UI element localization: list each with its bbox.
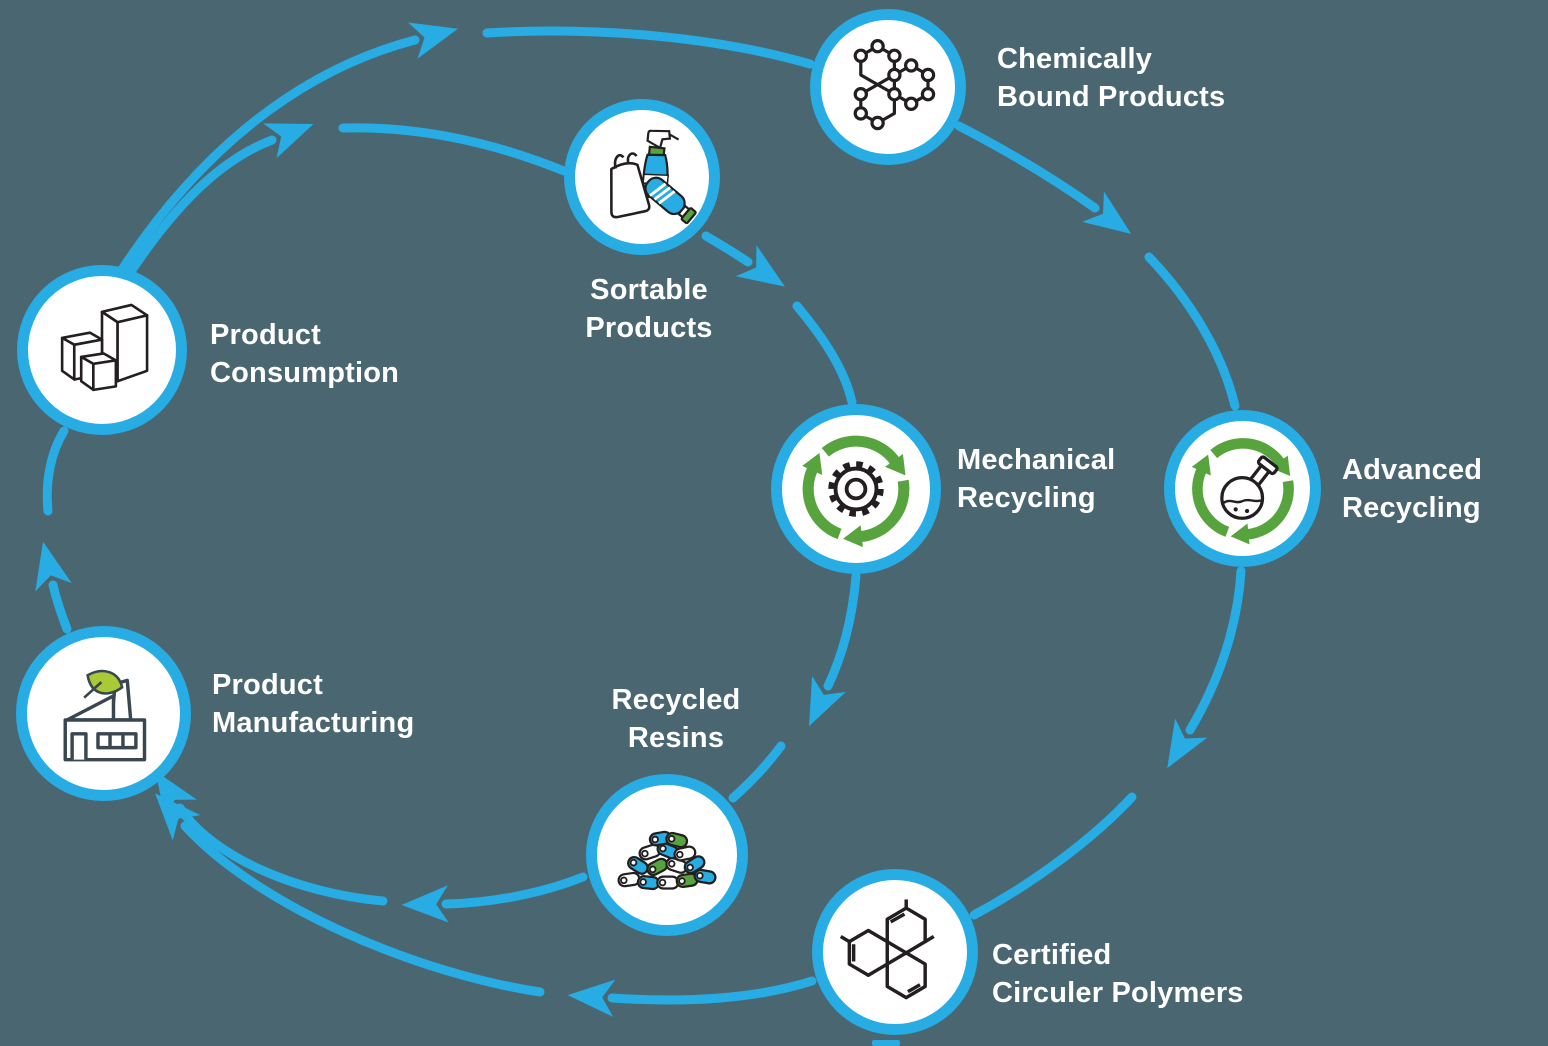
flow-chemically-to-advanced-a: [954, 121, 1132, 234]
factory-leaf-icon: [63, 669, 146, 761]
label-line: Circuler Polymers: [992, 977, 1244, 1009]
label-line: Chemically: [997, 43, 1153, 75]
flow-sortable-to-mechanical-a: [701, 231, 785, 287]
flow-advanced-to-certified-a: [1167, 566, 1246, 769]
label-line: Bound Products: [997, 81, 1226, 113]
flow-chemically-to-advanced-b: [1144, 252, 1240, 411]
clipped-arc-fragment: [872, 1040, 900, 1046]
label-line: Product: [212, 669, 323, 701]
flow-resins-to-manufacturing-a: [401, 872, 588, 923]
label-line: Recycled: [611, 684, 741, 716]
polymer-hexagons-icon: [839, 899, 935, 1000]
label-line: Sortable: [590, 274, 708, 306]
plastic-bag: [610, 152, 651, 219]
label-mechanical-recycling: Mechanical Recycling: [957, 441, 1115, 517]
pellets: [617, 830, 717, 891]
factory-building: [63, 678, 146, 761]
label-line: Consumption: [210, 357, 400, 389]
label-chemically-bound-products: Chemically Bound Products: [997, 40, 1225, 116]
label-advanced-recycling: Advanced Recycling: [1342, 451, 1482, 527]
flask: [1219, 454, 1279, 520]
flow-consumption-to-sortable-a: [123, 123, 314, 281]
gear: [828, 461, 884, 517]
flow-consumption-to-chemically-a: [116, 22, 459, 276]
label-line: Product: [210, 319, 321, 351]
recycle-arrows: [1209, 437, 1290, 476]
boxes-icon: [60, 303, 149, 392]
node-mechanical-recycling: [771, 404, 941, 574]
node-product-manufacturing: [16, 626, 191, 801]
node-certified-circular-polymers: [812, 869, 978, 1035]
flow-sortable-to-mechanical-b: [792, 301, 857, 407]
label-line: Products: [585, 312, 713, 344]
flow-consumption-to-chemically-b: [482, 26, 815, 69]
node-chemically-bound-products: [810, 9, 966, 165]
molecule-nodes: [853, 39, 936, 131]
flow-manufacturing-to-consumption-a: [35, 541, 72, 634]
label-line: Recycling: [1342, 492, 1481, 524]
flow-consumption-to-sortable-b: [338, 123, 569, 176]
label-line: Mechanical: [957, 444, 1116, 476]
sortable-items-icon: [610, 129, 697, 225]
node-advanced-recycling: [1164, 410, 1321, 567]
water-bottle: [644, 176, 697, 225]
label-certified-circular-polymers: Certified Circuler Polymers: [992, 936, 1244, 1012]
label-line: Recycling: [957, 482, 1096, 514]
label-product-manufacturing: Product Manufacturing: [212, 666, 414, 742]
flask-recycle-icon: [1182, 437, 1304, 550]
molecule-icon: [853, 39, 936, 131]
flow-certified-to-manufacturing-a: [567, 976, 817, 1017]
flow-manufacturing-to-consumption-b: [42, 426, 69, 516]
label-product-consumption: Product Consumption: [210, 316, 399, 392]
label-sortable-products: Sortable Products: [549, 271, 749, 347]
flow-certified-to-manufacturing-b: [154, 793, 545, 997]
label-line: Advanced: [1342, 454, 1483, 486]
flow-mechanical-to-resins-a: [809, 571, 861, 727]
label-line: Manufacturing: [212, 707, 415, 739]
resin-pellets-icon: [617, 830, 717, 891]
label-line: Certified: [992, 939, 1112, 971]
gear-recycle-icon: [792, 435, 920, 553]
node-product-consumption: [17, 265, 187, 435]
flow-mechanical-to-resins-b: [728, 741, 786, 803]
label-line: Resins: [627, 722, 725, 754]
leaf: [82, 669, 124, 699]
node-recycled-resins: [586, 774, 748, 936]
recycle-arrows: [821, 435, 906, 476]
label-recycled-resins: Recycled Resins: [576, 681, 776, 757]
node-sortable-products: [564, 99, 720, 255]
flow-advanced-to-certified-b: [969, 792, 1137, 920]
polymer-rings: [839, 899, 935, 1000]
boxes-shapes: [60, 303, 149, 392]
